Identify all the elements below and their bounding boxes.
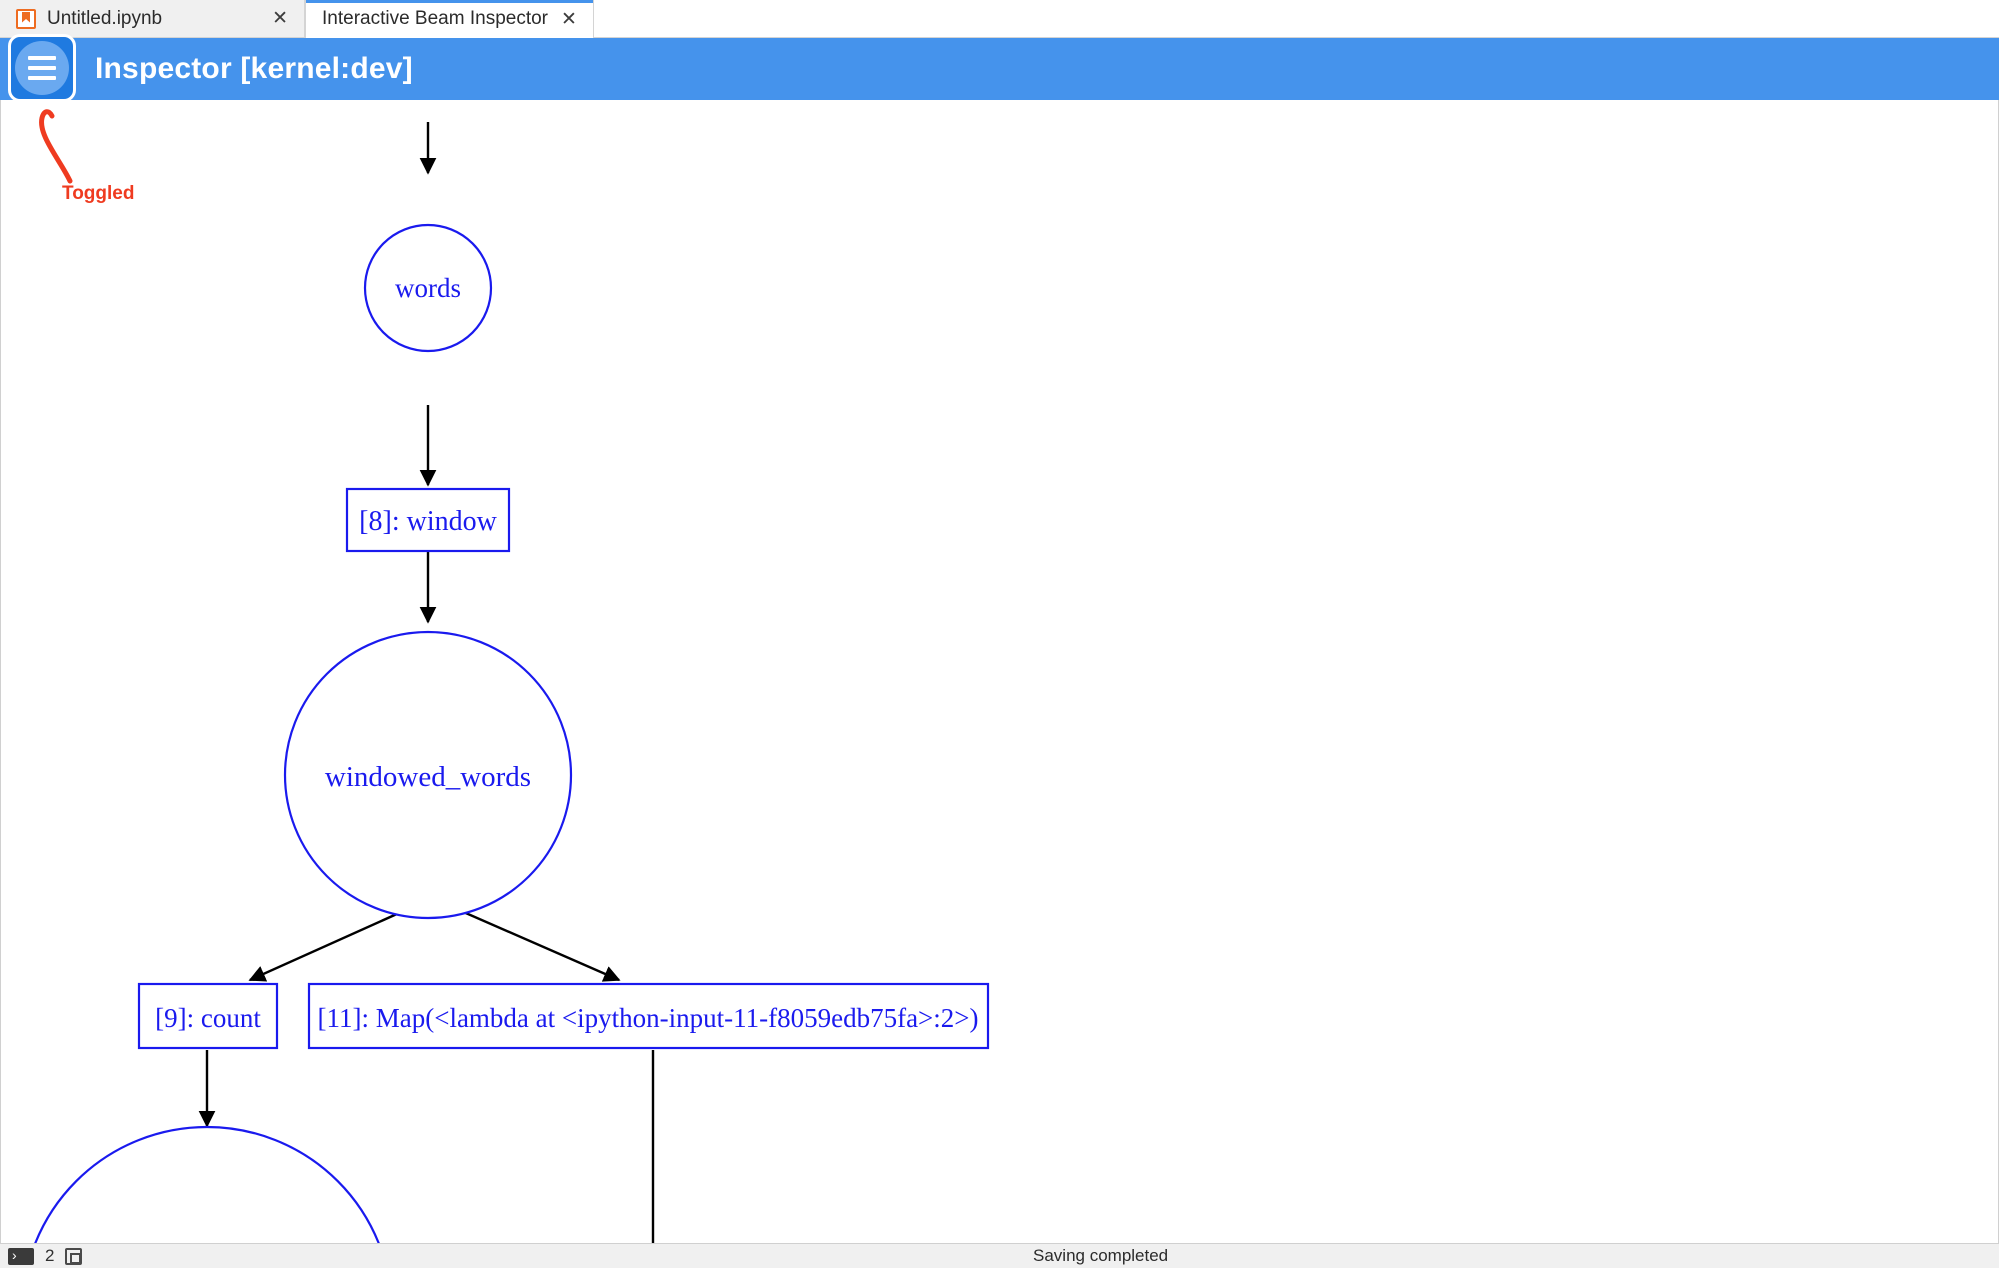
tab-bar-filler: [593, 0, 1999, 38]
node-label: words: [395, 273, 461, 303]
status-message: Saving completed: [1033, 1246, 1169, 1265]
graph-canvas[interactable]: words [8]: window windowed_words [9]: co…: [0, 100, 1999, 1243]
graph-nodes: words [8]: window windowed_words [9]: co…: [22, 223, 990, 1243]
tab-bar: Untitled.ipynb ✕ Interactive Beam Inspec…: [0, 0, 1999, 38]
page-title: Inspector [kernel:dev]: [95, 52, 413, 85]
node-words[interactable]: words: [363, 223, 493, 353]
tab-close-icon[interactable]: ✕: [272, 8, 288, 29]
node-count[interactable]: [9]: count: [137, 982, 279, 1050]
node-label: [9]: count: [155, 1003, 261, 1033]
node-windowed-words[interactable]: windowed_words: [283, 630, 573, 920]
node-label: [8]: window: [359, 506, 497, 537]
tab-label: Interactive Beam Inspector: [322, 8, 548, 29]
menu-toggle-button[interactable]: [8, 34, 76, 102]
node-map[interactable]: [11]: Map(<lambda at <ipython-input-11-f…: [307, 982, 990, 1050]
tab-untitled-ipynb[interactable]: Untitled.ipynb ✕: [0, 0, 305, 38]
kernel-icon[interactable]: [65, 1247, 83, 1265]
status-bar: 2 Saving completed: [0, 1243, 1999, 1268]
tab-interactive-beam-inspector[interactable]: Interactive Beam Inspector ✕: [305, 0, 594, 38]
tab-close-icon[interactable]: ✕: [561, 8, 577, 30]
notebook-icon: [16, 8, 36, 29]
node-window[interactable]: [8]: window: [345, 487, 511, 553]
pipeline-graph: words [8]: window windowed_words [9]: co…: [22, 122, 990, 1243]
node-label: windowed_words: [325, 761, 531, 793]
terminal-count: 2: [45, 1246, 55, 1265]
inspector-header: Inspector [kernel:dev]: [0, 34, 1999, 102]
node-windowed-word-counts[interactable]: windowed_word_counts: [22, 1125, 392, 1243]
tab-label: Untitled.ipynb: [47, 7, 163, 29]
node-label: [11]: Map(<lambda at <ipython-input-11-f…: [318, 1003, 979, 1033]
terminal-icon[interactable]: [8, 1246, 34, 1265]
hamburger-icon: [15, 41, 69, 95]
status-left-group: 2: [0, 1246, 83, 1266]
